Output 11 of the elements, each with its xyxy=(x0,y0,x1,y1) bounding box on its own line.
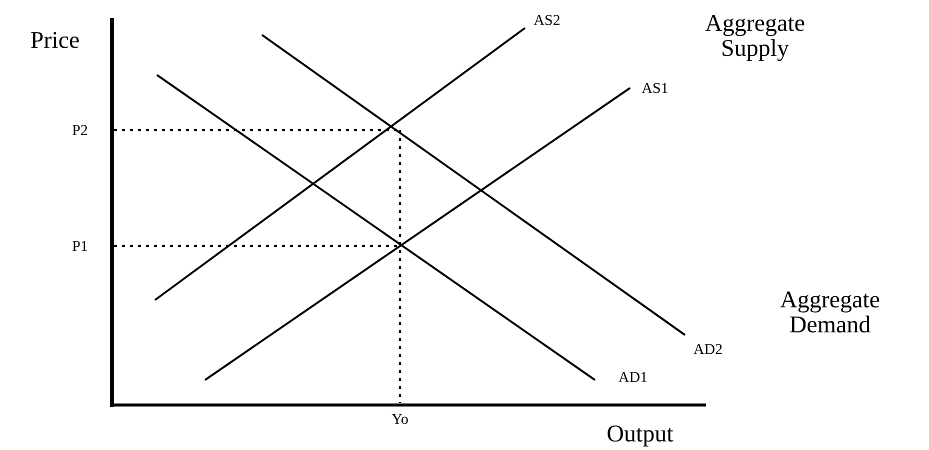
tick-label: Yo xyxy=(392,414,408,424)
axis-label: Price xyxy=(31,32,79,48)
curve-label: AS2 xyxy=(534,14,560,26)
curve-label: AS1 xyxy=(642,82,668,94)
tick-label: P2 xyxy=(72,125,88,135)
curve-title: Aggregate Supply xyxy=(705,15,804,61)
curve-label: AD2 xyxy=(694,344,722,354)
tick-label: P1 xyxy=(72,241,88,251)
curve-title: Aggregate Demand xyxy=(780,291,880,333)
axis-label: Output xyxy=(608,426,674,446)
curve-label: AD1 xyxy=(618,372,647,382)
